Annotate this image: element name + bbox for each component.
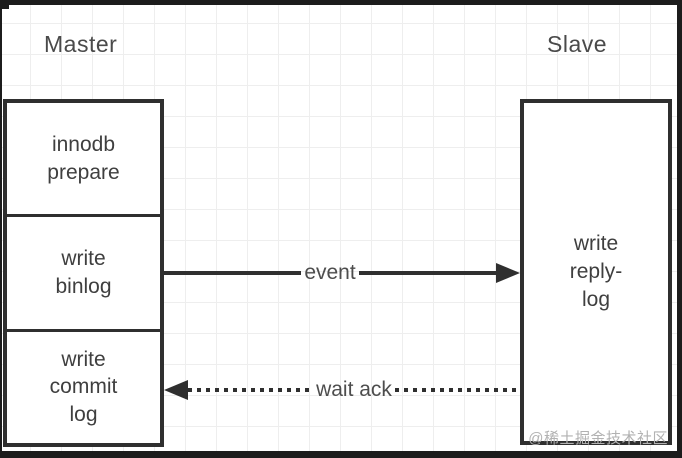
arrowhead-right-icon	[496, 263, 520, 283]
frame-corner-top-left	[0, 0, 9, 9]
frame-edge-right	[677, 0, 682, 458]
event-arrow-line-left	[164, 271, 302, 275]
arrowhead-left-icon	[164, 380, 188, 400]
watermark: @稀土掘金技术社区	[528, 430, 668, 447]
slave-node-box: write reply- log	[520, 99, 672, 445]
frame-edge-left	[0, 0, 2, 458]
master-node-box: innodb prepare write binlog write commit…	[3, 99, 164, 447]
wait-ack-arrow-line-right	[394, 388, 521, 392]
event-arrow-line-right	[358, 271, 496, 275]
frame-edge-top	[0, 0, 682, 5]
wait-ack-arrow-line-left	[188, 388, 314, 392]
event-arrow: event	[164, 259, 520, 287]
step-write-commit-log: write commit log	[7, 328, 160, 443]
wait-ack-arrow: wait ack	[164, 376, 521, 404]
master-title: Master	[44, 31, 118, 57]
frame-edge-bottom	[0, 451, 682, 458]
slave-title: Slave	[547, 31, 608, 57]
step-write-binlog: write binlog	[7, 214, 160, 328]
event-arrow-label: event	[304, 261, 356, 284]
wait-ack-arrow-label: wait ack	[316, 378, 392, 401]
step-innodb-prepare: innodb prepare	[47, 132, 120, 184]
